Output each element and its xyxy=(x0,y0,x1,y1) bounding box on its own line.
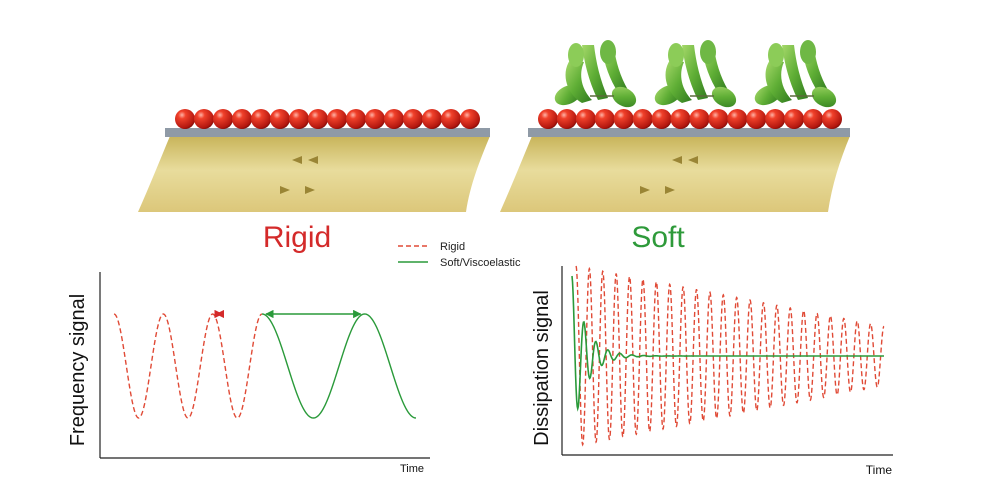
bead xyxy=(308,109,328,129)
antibody xyxy=(654,40,737,108)
soft-bead-row xyxy=(538,109,842,129)
bead xyxy=(194,109,214,129)
bead xyxy=(594,109,615,129)
antibody-arm xyxy=(582,45,608,100)
antibody-arm xyxy=(665,60,692,103)
shear-arrow-left xyxy=(305,186,315,194)
bead xyxy=(213,109,233,129)
bead xyxy=(822,109,842,129)
shear-arrow-left xyxy=(665,186,675,194)
antibody-fragment xyxy=(600,40,616,64)
bead xyxy=(538,109,558,129)
bead xyxy=(365,109,385,129)
antibody-fragment xyxy=(711,86,737,108)
bead xyxy=(346,109,366,129)
bead xyxy=(575,109,596,129)
bead xyxy=(651,109,672,129)
antibody-fragment xyxy=(568,43,584,67)
antibody-arm xyxy=(765,60,792,103)
bead xyxy=(784,109,805,129)
soft-panel: Soft xyxy=(500,40,850,254)
dissipation-chart: Dissipation signal Time xyxy=(531,265,893,477)
shear-arrows xyxy=(280,156,318,194)
antibody xyxy=(754,40,837,108)
antibody-arm xyxy=(565,60,592,103)
bead xyxy=(270,109,290,129)
antibody-fragment xyxy=(800,40,816,64)
rigid-panel: Rigid xyxy=(138,109,490,254)
frequency-series-rigid xyxy=(113,313,263,419)
dissipation-series-rigid xyxy=(575,265,885,447)
legend: Rigid Soft/Viscoelastic xyxy=(398,241,521,269)
dissipation-y-label: Dissipation signal xyxy=(531,290,553,446)
frequency-series-soft xyxy=(261,313,417,419)
bead xyxy=(556,109,577,129)
antibody xyxy=(554,40,637,108)
bead xyxy=(403,109,423,129)
rigid-bead-row xyxy=(175,109,480,129)
rigid-substrate xyxy=(138,136,490,212)
shear-arrow-left xyxy=(280,186,290,194)
bead xyxy=(232,109,252,129)
bead xyxy=(613,109,634,129)
shear-arrow-right xyxy=(292,156,318,164)
dissipation-series-soft xyxy=(571,275,884,412)
rigid-label: Rigid xyxy=(263,221,331,254)
bead xyxy=(689,109,710,129)
bead xyxy=(175,109,195,129)
bead xyxy=(441,109,461,129)
bead xyxy=(803,109,824,129)
bead xyxy=(251,109,271,129)
bead xyxy=(670,109,691,129)
bead xyxy=(632,109,653,129)
legend-label-soft: Soft/Viscoelastic xyxy=(440,257,521,269)
bead xyxy=(765,109,786,129)
bead xyxy=(289,109,309,129)
antibody-fragment xyxy=(768,43,784,67)
antibody-fragment xyxy=(668,43,684,67)
soft-sensor-surface xyxy=(528,128,850,137)
bead xyxy=(746,109,767,129)
soft-label: Soft xyxy=(631,221,685,254)
bead xyxy=(422,109,442,129)
soft-substrate xyxy=(500,136,850,212)
antibody-fragment xyxy=(811,86,837,108)
shear-arrow-left xyxy=(640,186,650,194)
bead xyxy=(708,109,729,129)
antibody-arm xyxy=(682,45,708,100)
frequency-y-label: Frequency signal xyxy=(67,294,89,446)
antibody-arm xyxy=(782,45,808,100)
frequency-x-label: Time xyxy=(400,463,424,475)
frequency-chart: Frequency signal Time xyxy=(67,272,430,475)
bead xyxy=(460,109,480,129)
antibody-layer xyxy=(554,40,837,108)
shear-arrow-right xyxy=(672,156,698,164)
bead xyxy=(327,109,347,129)
legend-label-rigid: Rigid xyxy=(440,241,465,253)
antibody-fragment xyxy=(700,40,716,64)
antibody-fragment xyxy=(611,86,637,108)
rigid-sensor-surface xyxy=(165,128,490,137)
bead xyxy=(727,109,748,129)
shear-arrows xyxy=(640,156,698,194)
bead xyxy=(384,109,404,129)
dissipation-x-label: Time xyxy=(866,463,893,477)
